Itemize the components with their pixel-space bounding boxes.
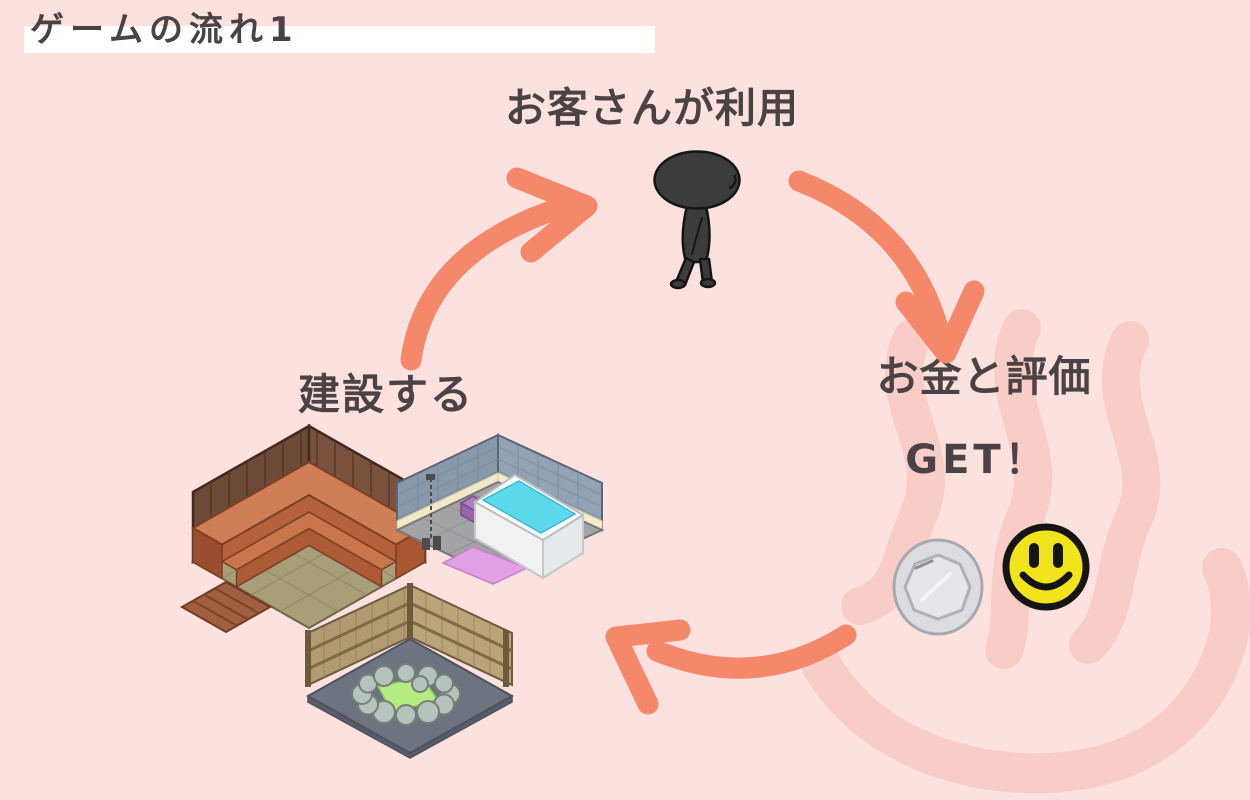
stage-label-reward-get: GET！ <box>905 437 1049 483</box>
bathroom-room <box>395 433 605 585</box>
stage-label-build: 建設する <box>297 370 474 419</box>
silver-coin-icon <box>892 538 984 636</box>
stage-label-reward: お金と評価 <box>876 352 1092 401</box>
stage-label-customer: お客さんが利用 <box>505 84 799 132</box>
page-title: ゲームの流れ1 <box>30 10 299 50</box>
smiley-face-icon <box>1002 523 1090 611</box>
title-highlight-bar <box>24 26 655 53</box>
walking-person-icon <box>653 150 741 290</box>
rock-bath-room <box>305 583 514 759</box>
wooden-mat-tile <box>180 580 272 634</box>
arrow-reward-to-build <box>605 619 857 715</box>
arrow-build-to-customer <box>400 167 598 371</box>
arrow-customer-to-reward <box>788 170 985 364</box>
